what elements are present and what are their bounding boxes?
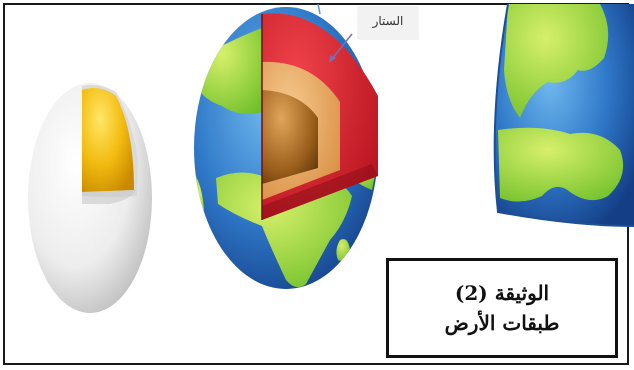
document-number: الوثيقة (2) <box>455 278 549 308</box>
document-caption-box: الوثيقة (2) طبقات الأرض <box>386 258 618 358</box>
document-title: طبقات الأرض <box>445 308 560 338</box>
egg-cutaway <box>28 83 152 313</box>
earth-slice <box>495 4 634 226</box>
earth-globe <box>194 4 378 289</box>
egg-yolk <box>82 88 134 192</box>
mantle-label: الستار <box>357 6 419 40</box>
